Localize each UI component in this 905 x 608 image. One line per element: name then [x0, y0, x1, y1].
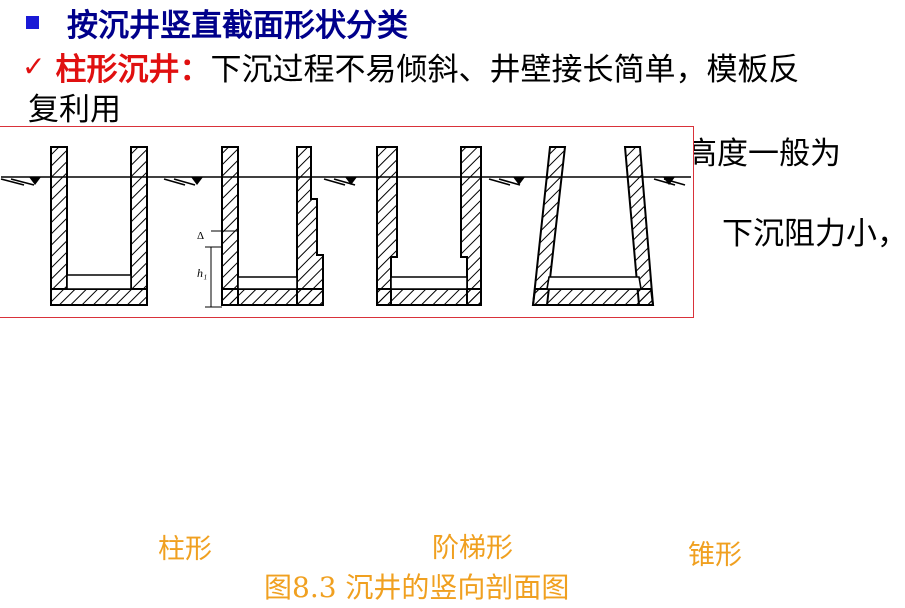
slide-heading: 按沉井竖直截面形状分类 — [22, 2, 408, 44]
h1-label: h₁ — [197, 266, 207, 280]
caisson-section-figure: h₁ Δ — [0, 126, 694, 318]
column-caisson-description: 下沉过程不易倾斜、井壁接长简单，模板反 — [210, 51, 800, 88]
partially-hidden-text-1: 高度一般为 — [686, 135, 841, 172]
column-caisson-drawing — [50, 146, 148, 306]
heading-text: 按沉井竖直截面形状分类 — [67, 7, 408, 44]
bullet-point-column: ✓ 柱形沉井： 下沉过程不易倾斜、井壁接长简单，模板反 — [22, 46, 800, 88]
tapered-caisson-drawing — [531, 146, 655, 306]
stepped-label: 阶梯形 — [432, 533, 513, 564]
delta-label: Δ — [197, 230, 204, 242]
column-caisson-label: 柱形沉井： — [55, 51, 211, 88]
partially-hidden-text-2: 下沉阻力小， — [722, 215, 905, 252]
stepped-outer-caisson-drawing: h₁ Δ — [197, 146, 324, 308]
column-label: 柱形 — [158, 534, 212, 565]
square-bullet-icon — [26, 15, 39, 29]
caisson-drawings: h₁ Δ — [0, 146, 691, 308]
tapered-label: 锥形 — [688, 540, 742, 571]
stepped-inner-caisson-drawing — [376, 146, 482, 306]
description-continuation: 复利用 — [28, 91, 121, 128]
checkmark-icon: ✓ — [22, 49, 46, 83]
figure-caption: 图8.3 沉井的竖向剖面图 — [264, 571, 570, 604]
water-level-marks — [29, 177, 675, 185]
